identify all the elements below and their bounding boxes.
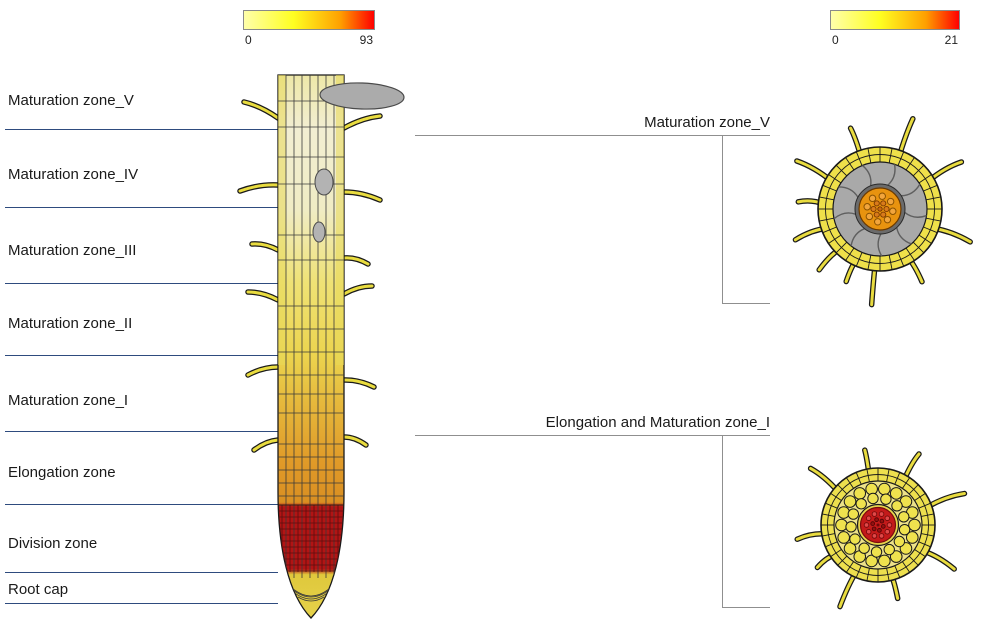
zone-label-maturation-iii: Maturation zone_III <box>8 242 137 259</box>
root-longitudinal-section-figure <box>237 74 405 619</box>
zone-label-maturation-iv: Maturation zone_IV <box>8 166 139 183</box>
zone-divider-4 <box>5 355 278 356</box>
cross-section-elongation-maturation-i-figure <box>794 447 968 610</box>
cross-section-maturation-v-figure <box>792 116 973 308</box>
zone-label-division: Division zone <box>8 535 98 552</box>
colorbar-longitudinal-ticks: 0 93 <box>243 33 375 47</box>
connector-bottom-v <box>722 435 723 607</box>
zone-label-maturation-i: Maturation zone_I <box>8 392 129 409</box>
colorbar-cross-section-max: 21 <box>944 33 958 47</box>
connector-bottom-stub <box>722 607 770 608</box>
connector-top-h <box>415 135 770 136</box>
colorbar-cross-section-gradient <box>830 10 960 30</box>
colorbar-longitudinal: 0 93 <box>243 10 375 47</box>
zone-divider-3 <box>5 283 278 284</box>
zone-label-elongation: Elongation zone <box>8 464 116 481</box>
colorbar-longitudinal-max: 93 <box>359 33 373 47</box>
zone-divider-1 <box>5 129 278 130</box>
connector-bottom-h <box>415 435 770 436</box>
zone-label-maturation-v: Maturation zone_V <box>8 92 134 109</box>
colorbar-cross-section-ticks: 0 21 <box>830 33 960 47</box>
connector-top-v <box>722 135 723 303</box>
connector-top-stub <box>722 303 770 304</box>
zone-divider-7 <box>5 572 278 573</box>
zone-divider-2 <box>5 207 278 208</box>
colorbar-longitudinal-gradient <box>243 10 375 30</box>
zone-divider-5 <box>5 431 278 432</box>
section-label-maturation-v: Maturation zone_V <box>644 114 770 131</box>
section-label-elongation-maturation-i: Elongation and Maturation zone_I <box>545 414 770 431</box>
colorbar-cross-section-min: 0 <box>832 33 839 47</box>
colorbar-longitudinal-min: 0 <box>245 33 252 47</box>
zone-label-maturation-ii: Maturation zone_II <box>8 315 133 332</box>
zone-label-root-cap: Root cap <box>8 581 69 598</box>
zone-divider-8 <box>5 603 278 604</box>
colorbar-cross-section: 0 21 <box>830 10 960 47</box>
zone-divider-6 <box>5 504 278 505</box>
